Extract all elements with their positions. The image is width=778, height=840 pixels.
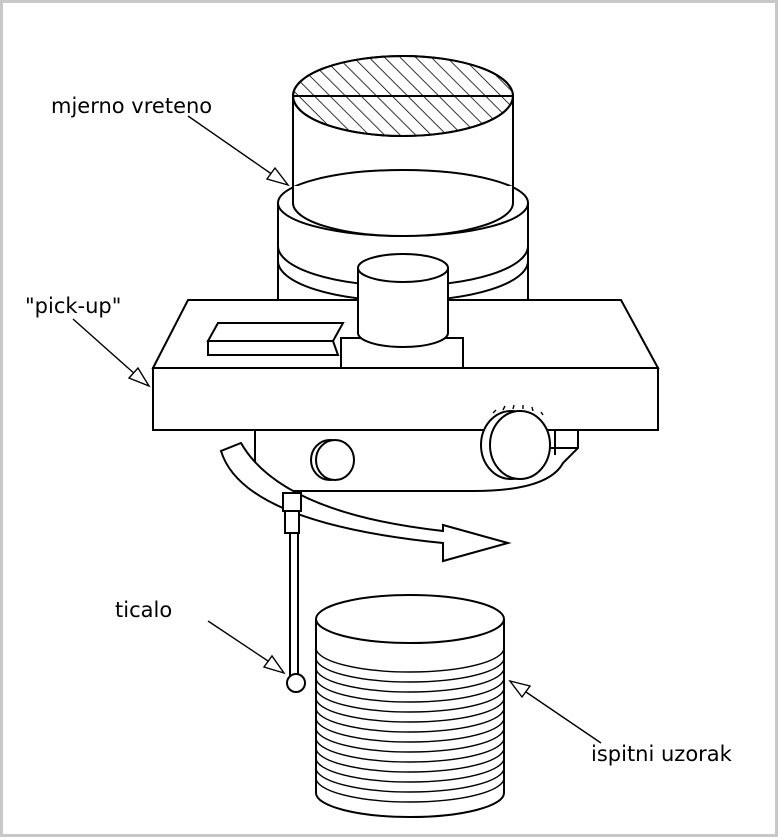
roundness-instrument-diagram: mjerno vreteno "pick-up" ticalo ispitni … [25, 55, 733, 818]
rotation-arrow [219, 441, 512, 563]
specimen [315, 594, 505, 818]
leader-specimen [508, 679, 602, 744]
label-pickup: "pick-up" [25, 294, 121, 318]
leader-pickup [72, 318, 151, 388]
leader-stylus [207, 620, 286, 675]
label-measuring-spindle: mjerno vreteno [51, 94, 212, 118]
label-stylus: ticalo [115, 598, 172, 622]
leader-spindle [187, 115, 290, 187]
spindle-knob [357, 253, 449, 348]
right-knob [480, 404, 551, 480]
label-specimen: ispitni uzorak [591, 742, 733, 766]
stylus [282, 492, 306, 693]
left-knob [310, 439, 355, 481]
